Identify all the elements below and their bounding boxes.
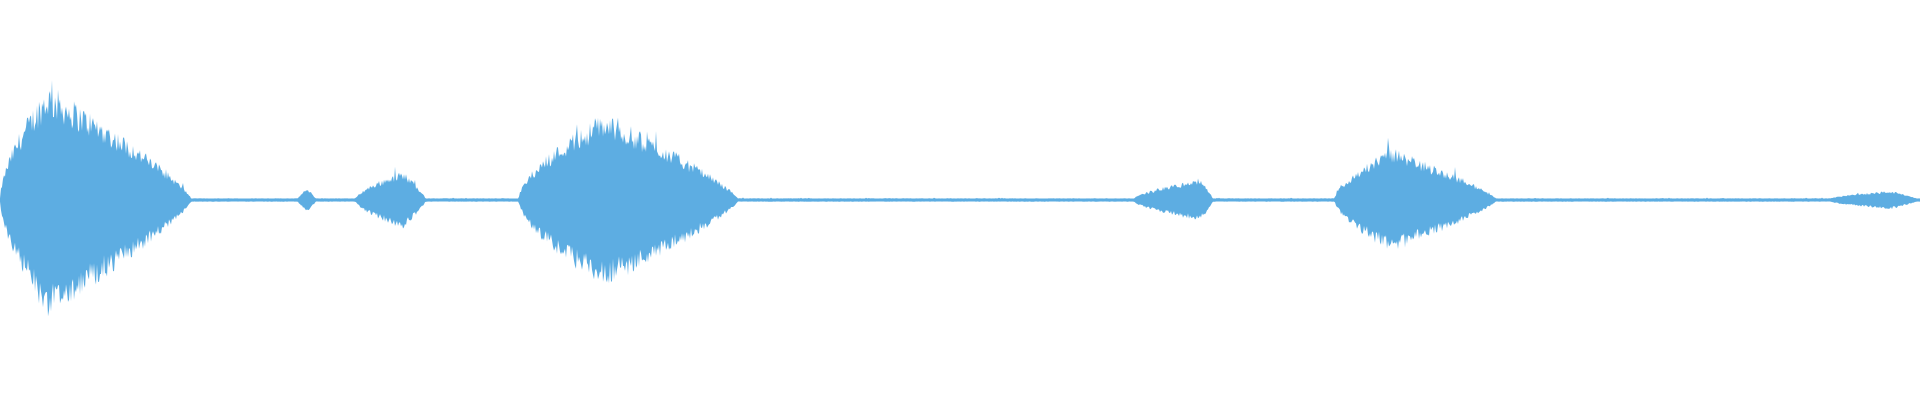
waveform-path	[0, 80, 1920, 317]
